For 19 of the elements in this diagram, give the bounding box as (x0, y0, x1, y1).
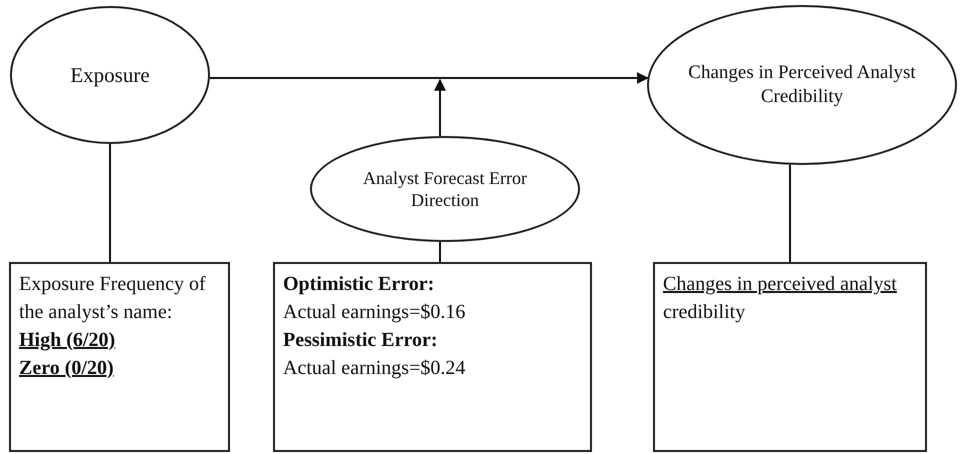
measure-text: Actual earnings=$0.16 (283, 300, 466, 325)
condition-heading: Optimistic Error: (283, 272, 436, 297)
measure-text: Actual earnings=$0.24 (283, 356, 466, 381)
connector-line (109, 144, 111, 262)
connector-line (789, 164, 791, 262)
level-label: High (6/20) (19, 328, 116, 353)
arrow (434, 78, 446, 136)
variable-label: Changes in Perceived Analyst Credibility (687, 61, 917, 109)
measure-box (273, 262, 592, 452)
condition-heading: Pessimistic Error: (283, 328, 439, 353)
level-label: Zero (0/20) (19, 356, 115, 381)
measure-box (653, 262, 927, 452)
measure-text: Exposure Frequency of the analyst’s name: (19, 272, 207, 325)
arrow (210, 72, 649, 84)
connector-line (439, 242, 441, 262)
variable-label: Exposure (70, 62, 150, 88)
measure-text: Changes in perceived analyst credibility (663, 272, 898, 325)
variable-label: Analyst Forecast Error Direction (362, 166, 528, 212)
measure-box (9, 262, 230, 452)
